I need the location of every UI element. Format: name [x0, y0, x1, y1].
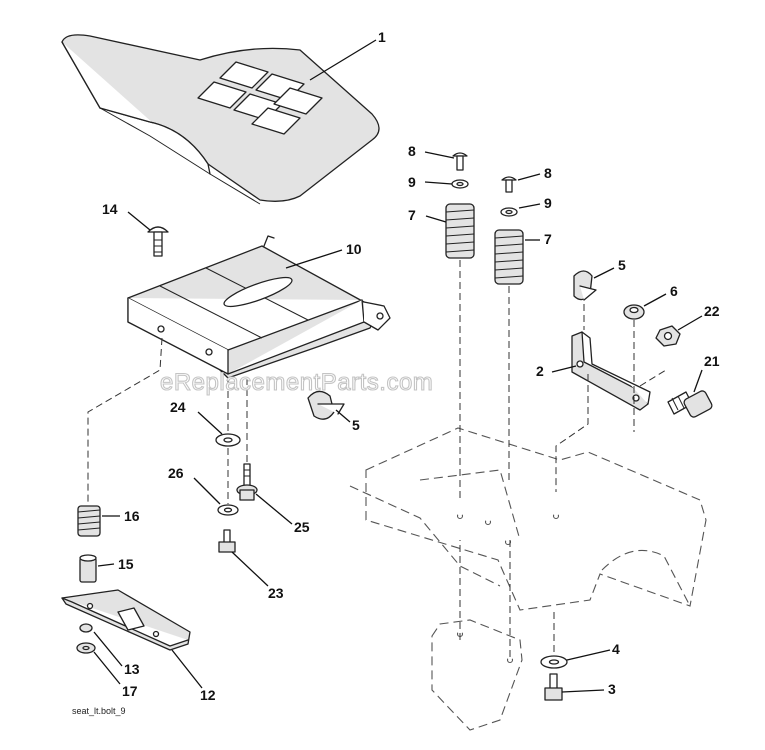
callout-2: 2 [536, 363, 544, 379]
washer-lower [217, 504, 239, 516]
lock-washer [76, 642, 96, 654]
callout-22: 22 [704, 303, 720, 319]
callout-5-lower: 5 [352, 417, 360, 433]
callout-14: 14 [102, 201, 118, 217]
coil-spring [77, 505, 101, 537]
callout-labels: 1 8 9 7 8 9 7 5 6 22 21 2 10 14 24 5 26 … [102, 29, 720, 703]
knob-bolt [667, 390, 713, 418]
callout-6: 6 [670, 283, 678, 299]
callout-15: 15 [118, 556, 134, 572]
flat-washer [540, 655, 568, 669]
callout-10: 10 [346, 241, 362, 257]
nut [623, 304, 645, 320]
callout-9-left: 9 [408, 174, 416, 190]
tractor-frame-phantom [349, 427, 707, 731]
carriage-bolt [147, 226, 169, 257]
callout-8-right: 8 [544, 165, 552, 181]
callout-26: 26 [168, 465, 184, 481]
callout-4: 4 [612, 641, 620, 657]
callout-7-left: 7 [408, 207, 416, 223]
drawing-id: seat_lt.bolt_9 [72, 706, 126, 716]
bolt-bottom [544, 673, 563, 701]
callout-8-left: 8 [408, 143, 416, 159]
callout-12: 12 [200, 687, 216, 703]
callout-16: 16 [124, 508, 140, 524]
spring-assembly-right [494, 176, 524, 285]
mounting-plate [61, 589, 191, 651]
callout-25: 25 [294, 519, 310, 535]
watermark-text: eReplacementParts.com [160, 369, 433, 396]
callout-3: 3 [608, 681, 616, 697]
callout-9-right: 9 [544, 195, 552, 211]
callout-21: 21 [704, 353, 720, 369]
callout-7-right: 7 [544, 231, 552, 247]
hex-nut [655, 325, 681, 347]
clip-upper [573, 270, 597, 301]
hex-bolt [218, 529, 236, 553]
flange-nut [79, 623, 93, 633]
seat-panel-grid [197, 61, 323, 135]
spring-assembly-left [445, 152, 475, 259]
callout-23: 23 [268, 585, 284, 601]
shoulder-bolt [236, 463, 258, 501]
seat [61, 34, 380, 205]
callout-24: 24 [170, 399, 186, 415]
callout-1: 1 [378, 29, 386, 45]
callout-5-upper: 5 [618, 257, 626, 273]
washer-upper [215, 433, 241, 447]
leader-lines [93, 39, 703, 693]
callout-17: 17 [122, 683, 138, 699]
callout-13: 13 [124, 661, 140, 677]
spacer [79, 554, 97, 583]
seat-pan [127, 235, 391, 379]
bracket [571, 331, 651, 411]
assembly-lines [87, 260, 667, 660]
